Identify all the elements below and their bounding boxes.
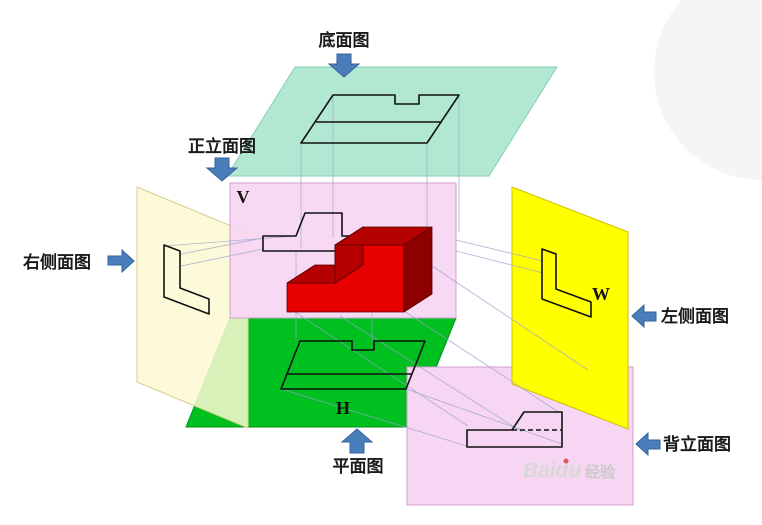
- label-left-side-view: 左侧面图: [661, 306, 729, 326]
- projection-line: [403, 310, 561, 414]
- plane-letter-h: H: [336, 398, 350, 418]
- arrow-right-right-side-icon: [107, 248, 135, 274]
- projection-line: [180, 237, 264, 255]
- watermark-suffix-text: 经验: [585, 463, 616, 481]
- plan-view-outline: [280, 340, 426, 390]
- front-view-outline: [262, 212, 373, 252]
- projection-line: [280, 388, 468, 447]
- projection-line: [455, 239, 544, 262]
- label-right-side-view: 右侧面图: [23, 252, 91, 272]
- watermark: Baidu 经验: [523, 458, 616, 482]
- arrow-left-back-view-icon: [635, 431, 661, 457]
- projection-line: [339, 315, 523, 433]
- arrow-left-left-side-icon: [631, 303, 657, 329]
- left-side-view-outline: [541, 248, 592, 318]
- red-solid-object: [286, 226, 433, 313]
- decorative-circle: [654, 0, 762, 180]
- watermark-dot-icon: [563, 458, 569, 464]
- view-outlines: [163, 94, 592, 448]
- arrow-down-front-view-icon: [205, 157, 239, 182]
- label-bottom-view: 底面图: [319, 30, 370, 50]
- arrow-up-plan-view-icon: [340, 428, 374, 454]
- label-plan-view: 平面图: [333, 457, 384, 476]
- projection-line: [180, 248, 264, 267]
- projection-line: [405, 388, 563, 445]
- back-view-outline: [466, 411, 563, 448]
- arrow-down-bottom-view-icon: [327, 53, 361, 78]
- red-object-right-face: [403, 226, 433, 313]
- plane-side-w: [511, 186, 629, 430]
- projection-line: [291, 309, 469, 427]
- plane-letter-v: V: [237, 187, 250, 207]
- projection-line: [431, 265, 589, 371]
- plane-letter-w: W: [592, 284, 610, 304]
- direction-arrows: [107, 53, 661, 457]
- right-side-view-outline: [163, 244, 210, 315]
- projection-lines: [164, 96, 589, 447]
- bottom-view-outline: [300, 94, 460, 144]
- projection-line: [455, 250, 544, 274]
- label-front-view: 正立面图: [188, 136, 256, 156]
- watermark-brand-text: Baidu: [523, 459, 582, 482]
- label-back-view: 背立面图: [663, 434, 731, 454]
- projection-line: [164, 235, 297, 247]
